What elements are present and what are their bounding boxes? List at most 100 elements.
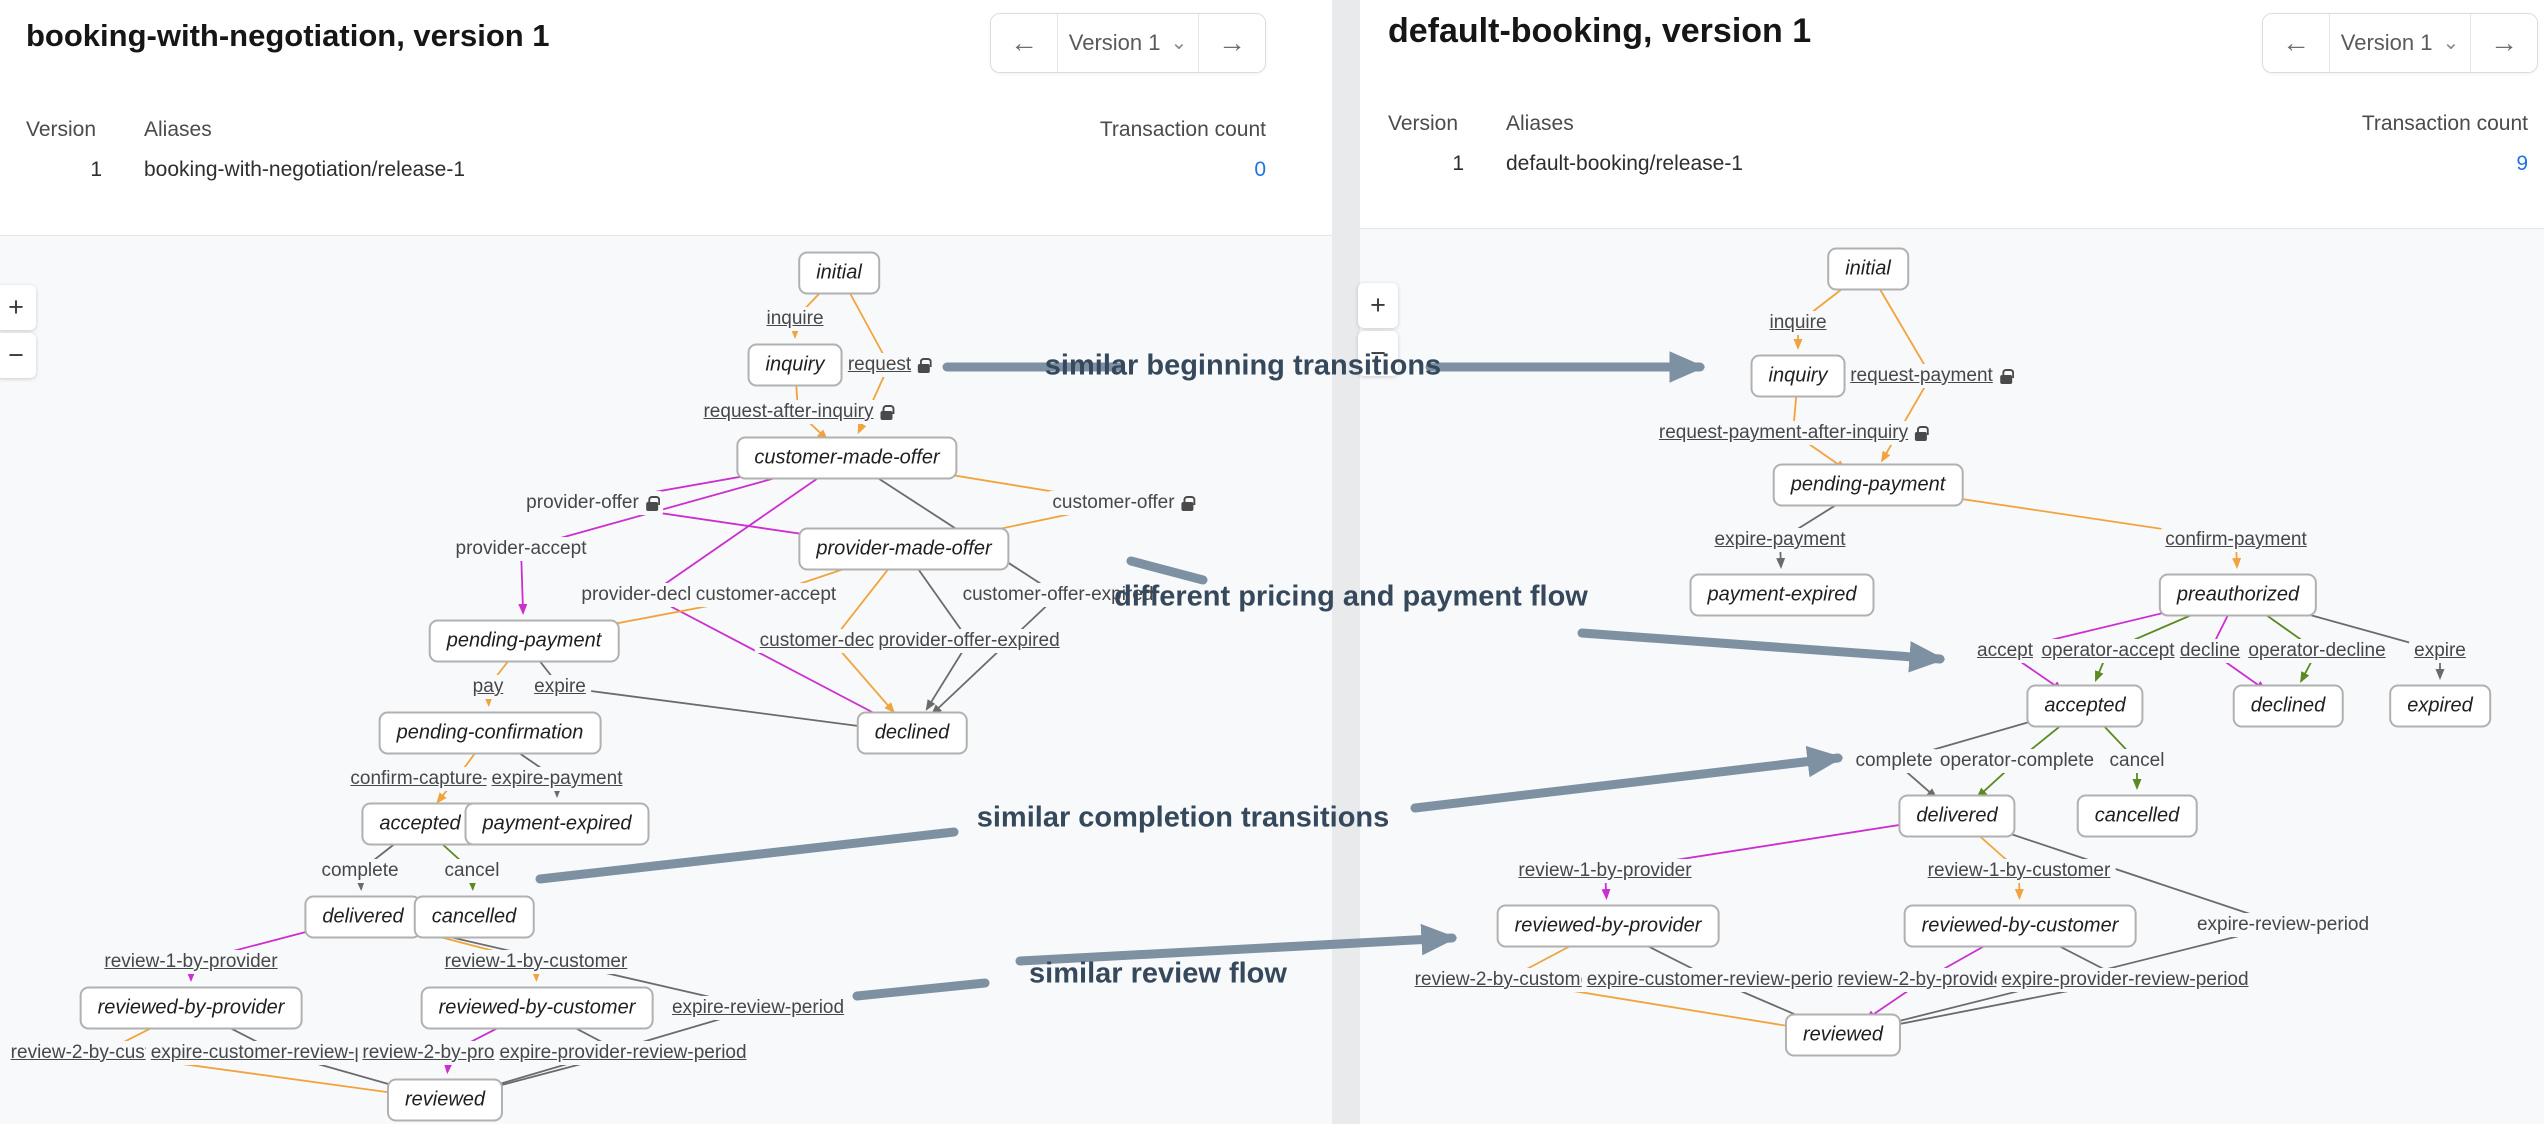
transition-expire-provider-review-period[interactable]: expire-provider-review-period [1996, 968, 2254, 992]
version-dropdown-label: Version 1 [1068, 30, 1161, 55]
transition-operator-complete[interactable]: operator-complete [1934, 749, 2100, 773]
transition-provider-offer[interactable]: provider-offer [521, 491, 663, 515]
transition-label: review-2-by-provider [362, 1042, 536, 1063]
state-pending-confirmation: pending-confirmation [378, 711, 602, 755]
transition-cancel[interactable]: cancel [439, 859, 505, 883]
transition-customer-offer[interactable]: customer-offer [1047, 491, 1199, 515]
transition-expire-payment[interactable]: expire-payment [1709, 528, 1851, 552]
state-provider-made-offer: provider-made-offer [798, 527, 1010, 571]
transition-label: expire-customer-review-period [1586, 969, 1844, 990]
transition-review-1-by-provider[interactable]: review-1-by-provider [99, 950, 283, 974]
zoom-in-button[interactable]: + [1358, 283, 1398, 328]
transition-label: request-payment-after-inquiry [1658, 422, 1909, 443]
zoom-out-button[interactable]: − [0, 333, 36, 378]
transition-label: inquire [1769, 312, 1827, 333]
state-payment-expired: payment-expired [464, 802, 650, 846]
diagram-zoom-controls: + − [1358, 283, 1398, 379]
state-delivered: delivered [304, 895, 422, 939]
transition-label: complete [321, 860, 399, 881]
lock-icon [880, 404, 895, 420]
next-version-button[interactable]: → [1199, 14, 1265, 72]
transition-review-2-by-customer[interactable]: review-2-by-customer [1409, 968, 1603, 992]
transition-expire-payment[interactable]: expire-payment [486, 767, 628, 791]
lock-icon [1999, 368, 2014, 384]
alias-value: booking-with-negotiation/release-1 [144, 158, 466, 181]
transition-label: expire-review-period [671, 997, 845, 1018]
transition-inquire[interactable]: inquire [1764, 311, 1832, 335]
state-accepted: accepted [361, 802, 479, 846]
version-dropdown-label: Version 1 [2340, 30, 2433, 55]
state-reviewed-by-customer: reviewed-by-customer [420, 986, 654, 1030]
version-dropdown[interactable]: Version 1 ⌄ [1057, 14, 1199, 72]
transition-review-1-by-customer[interactable]: review-1-by-customer [439, 950, 633, 974]
transition-request-after-inquiry[interactable]: request-after-inquiry [698, 400, 898, 424]
transition-request[interactable]: request [842, 353, 936, 377]
transition-confirm-payment[interactable]: confirm-payment [2160, 528, 2312, 552]
transition-label: customer-offer [1052, 492, 1175, 513]
page-title: default-booking, version 1 [1388, 12, 1812, 50]
chevron-down-icon: ⌄ [1170, 32, 1188, 54]
process-panel-default-booking: default-booking, version 1 ← Version 1 ⌄… [1358, 0, 2544, 1124]
transition-provider-offer-expired[interactable]: provider-offer-expired [873, 629, 1065, 653]
transition-operator-accept[interactable]: operator-accept [2036, 639, 2180, 663]
transition-label: complete [1855, 750, 1933, 771]
transition-label: customer-decline [759, 630, 905, 651]
column-header-aliases: Aliases [144, 118, 212, 141]
version-table: Version Aliases Transaction count 1 defa… [1388, 112, 2528, 176]
transition-label: operator-decline [2248, 640, 2386, 661]
transition-label: operator-accept [2041, 640, 2175, 661]
transition-complete[interactable]: complete [316, 859, 404, 883]
transition-request-payment[interactable]: request-payment [1845, 364, 2017, 388]
previous-version-button[interactable]: ← [2263, 14, 2329, 72]
transition-provider-accept[interactable]: provider-accept [450, 537, 592, 561]
column-header-version: Version [1388, 112, 1459, 135]
version-table: Version Aliases Transaction count 1 book… [26, 118, 1266, 182]
state-expired: expired [2389, 684, 2491, 728]
transition-customer-decline[interactable]: customer-decline [754, 629, 910, 653]
transition-label: operator-complete [1939, 750, 2095, 771]
transaction-count-link[interactable]: 9 [2516, 152, 2528, 175]
transition-operator-decline[interactable]: operator-decline [2243, 639, 2391, 663]
transition-expire[interactable]: expire [2409, 639, 2471, 663]
transition-customer-offer-expired[interactable]: customer-offer-expired [957, 583, 1159, 607]
transition-accept[interactable]: accept [1972, 639, 2038, 663]
state-declined: declined [856, 711, 968, 755]
transition-complete[interactable]: complete [1850, 749, 1938, 773]
next-version-button[interactable]: → [2471, 14, 2537, 72]
transition-expire-review-period[interactable]: expire-review-period [2191, 913, 2375, 937]
transition-label: review-1-by-customer [1927, 860, 2111, 881]
transition-label: cancel [444, 860, 500, 881]
transition-review-1-by-provider[interactable]: review-1-by-provider [1513, 859, 1697, 883]
transition-expire-customer-review-period[interactable]: expire-customer-review-period [1581, 968, 1849, 992]
transition-customer-accept[interactable]: customer-accept [690, 583, 842, 607]
state-delivered: delivered [1898, 794, 2016, 838]
zoom-in-button[interactable]: + [0, 285, 36, 330]
transition-decline[interactable]: decline [2174, 639, 2246, 663]
state-initial: initial [798, 251, 880, 295]
transition-label: provider-offer [526, 492, 639, 513]
transition-label: customer-offer-expired [962, 584, 1154, 605]
transition-pay[interactable]: pay [467, 675, 509, 699]
transition-label: review-2-by-customer [1414, 969, 1598, 990]
transition-request-payment-after-inquiry[interactable]: request-payment-after-inquiry [1653, 421, 1933, 445]
state-payment-expired: payment-expired [1689, 573, 1875, 617]
version-dropdown[interactable]: Version 1 ⌄ [2329, 14, 2471, 72]
transition-label: review-2-by-provider [1837, 969, 2011, 990]
transaction-count-link[interactable]: 0 [1254, 158, 1266, 181]
previous-version-button[interactable]: ← [991, 14, 1057, 72]
transition-review-2-by-provider[interactable]: review-2-by-provider [1832, 968, 2016, 992]
transition-review-1-by-customer[interactable]: review-1-by-customer [1922, 859, 2116, 883]
transition-label: provider-offer-expired [878, 630, 1060, 651]
state-reviewed-by-provider: reviewed-by-provider [79, 986, 303, 1030]
transition-expire[interactable]: expire [529, 675, 591, 699]
transition-expire-provider-review-period[interactable]: expire-provider-review-period [494, 1041, 752, 1065]
transition-label: request-payment [1850, 365, 1993, 386]
transition-label: pay [472, 676, 504, 697]
transition-label: review-1-by-provider [1518, 860, 1692, 881]
transition-expire-review-period[interactable]: expire-review-period [666, 996, 850, 1020]
zoom-out-button[interactable]: − [1358, 331, 1398, 376]
transition-label: cancel [2109, 750, 2165, 771]
transition-cancel[interactable]: cancel [2104, 749, 2170, 773]
state-pending-payment: pending-payment [428, 619, 620, 663]
transition-inquire[interactable]: inquire [761, 307, 829, 331]
